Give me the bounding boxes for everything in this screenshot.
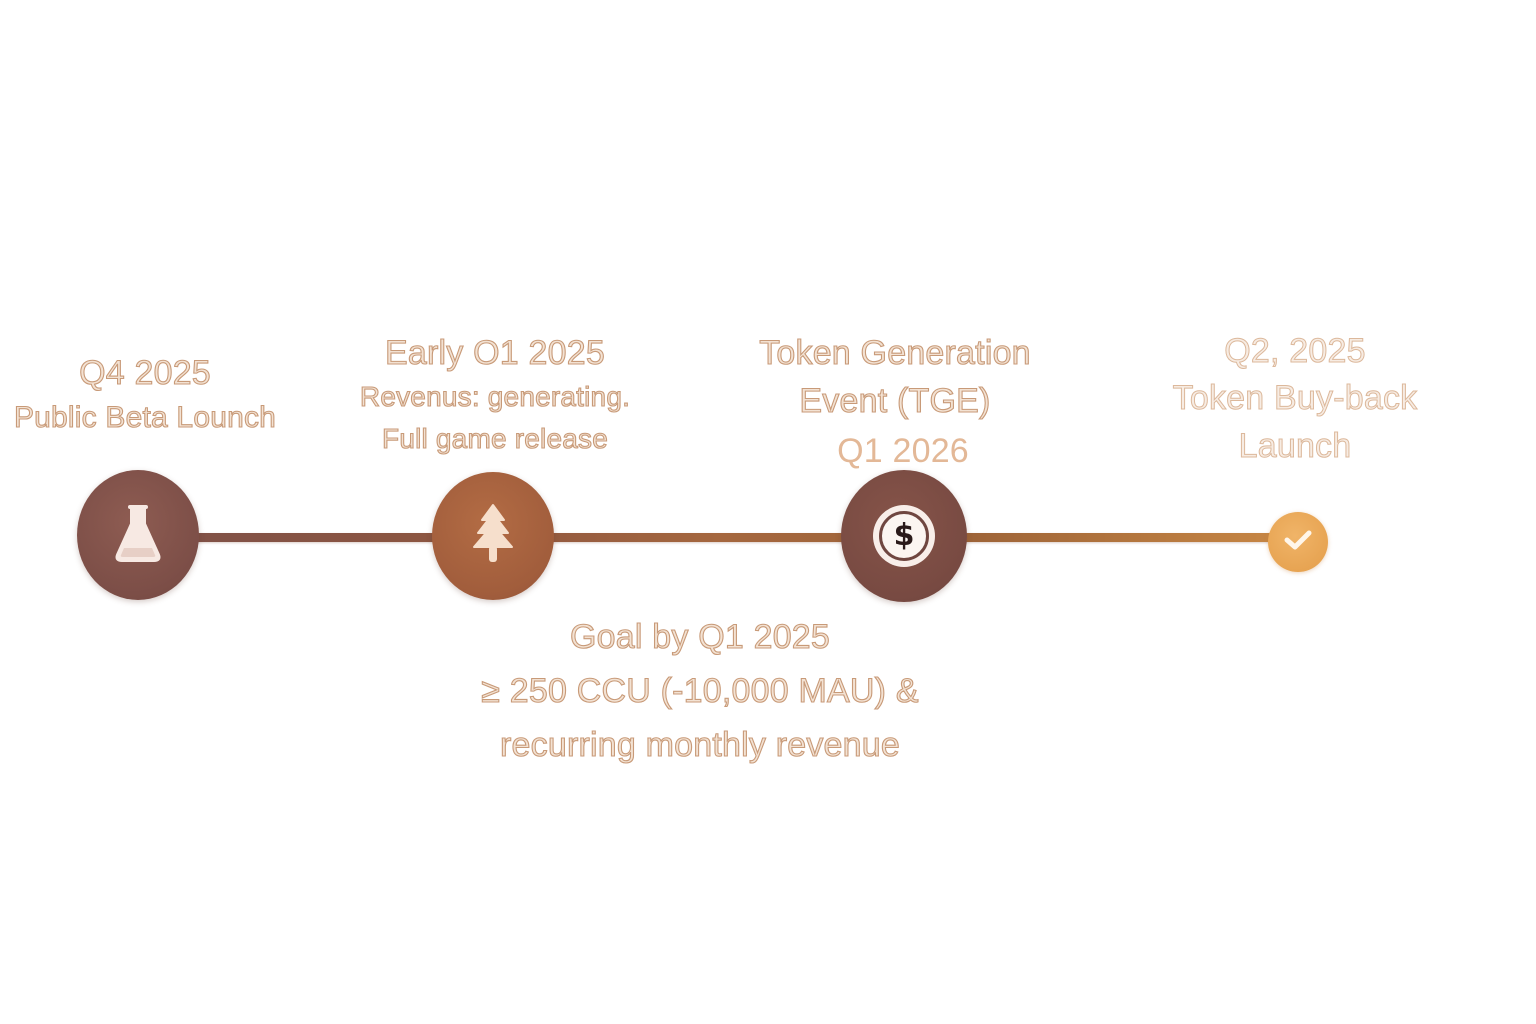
milestone-release-date: Early O1 2025 (384, 333, 605, 372)
milestone-label-tge: Token Generation Event (TGE) Q1 2026 (740, 330, 1050, 476)
dollar-coin-icon: $ (873, 505, 935, 567)
check-icon (1283, 528, 1313, 557)
milestone-node-beta (77, 470, 199, 600)
milestone-node-buyback (1268, 512, 1328, 572)
milestone-tge-date: Q1 2026 (837, 432, 969, 470)
milestone-label-release: Early O1 2025 Revenus: generating. Full … (340, 330, 650, 460)
goal-label: Goal by Q1 2025 ≥ 250 CCU (-10,000 MAU) … (440, 610, 960, 772)
milestone-node-tge: $ (841, 470, 967, 602)
milestone-node-release (432, 472, 554, 600)
coin-symbol: $ (879, 511, 929, 561)
milestone-beta-title: Public Beta Lounch (13, 400, 277, 434)
goal-line-2: recurring monthly revenue (499, 725, 900, 764)
milestone-beta-date: Q4 2025 (79, 353, 212, 392)
milestone-buyback-title-2: Launch (1238, 427, 1352, 466)
goal-line-1: ≥ 250 CCU (-10,000 MAU) & (481, 671, 919, 710)
goal-title: Goal by Q1 2025 (569, 617, 831, 656)
milestone-release-line-1: Revenus: generating. (359, 380, 631, 412)
milestone-buyback-title-1: Token Buy-back (1172, 379, 1418, 418)
timeline-track (138, 533, 1298, 542)
milestone-tge-title-2: Event (TGE) (799, 381, 991, 420)
milestone-release-line-2: Full game release (381, 422, 608, 454)
milestone-buyback-date: Q2, 2025 (1224, 332, 1366, 371)
flask-icon (113, 504, 163, 567)
milestone-label-buyback: Q2, 2025 Token Buy-back Launch (1140, 328, 1450, 470)
tree-icon (470, 502, 516, 571)
milestone-tge-title-1: Token Generation (759, 333, 1032, 372)
milestone-label-beta: Q4 2025 Public Beta Lounch (0, 350, 300, 440)
